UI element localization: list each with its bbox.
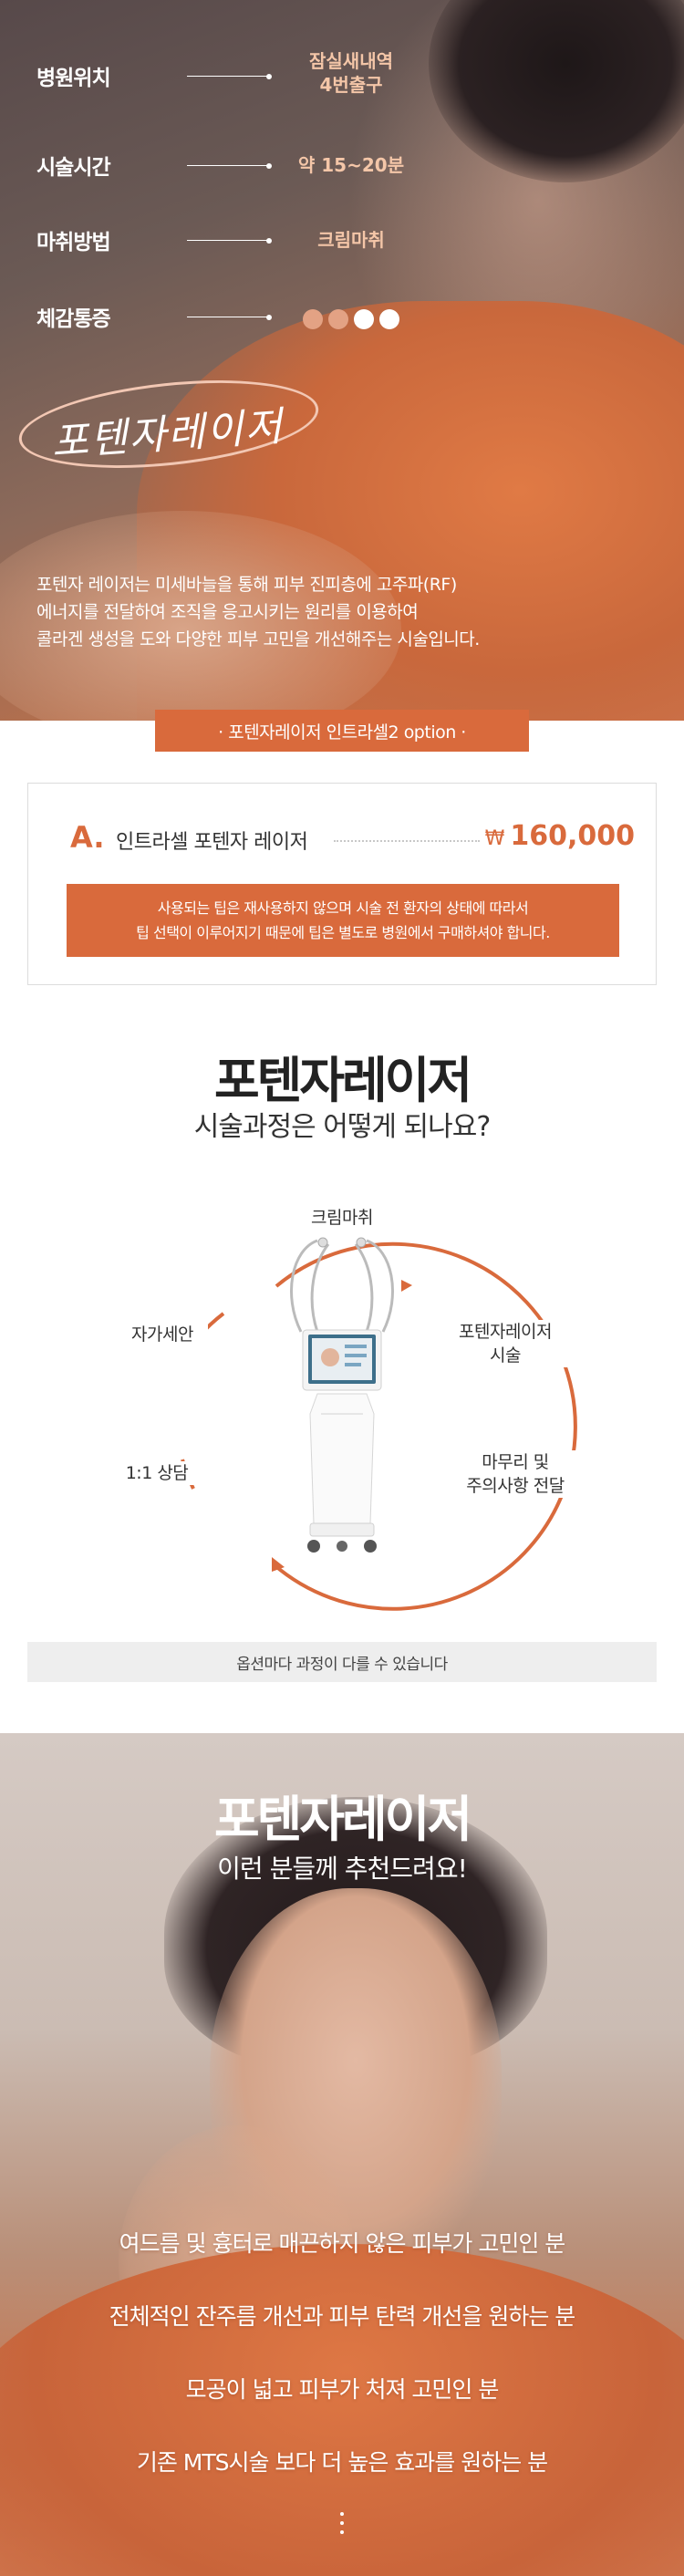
step-potenza-procedure: 포텐자레이저 시술: [441, 1320, 569, 1367]
description-line: 포텐자 레이저는 미세바늘을 통해 피부 진피층에 고주파(RF): [36, 575, 457, 595]
description-line: 콜라겐 생성을 도와 다양한 피부 고민을 개선해주는 시술입니다.: [36, 629, 480, 649]
process-arrow-head: [272, 1557, 285, 1572]
info-value: 잠실새내역 4번출구: [283, 49, 420, 97]
info-label: 마취방법: [36, 231, 111, 254]
pain-dot-empty: [354, 309, 374, 329]
info-connector: [187, 162, 272, 169]
process-subtitle: 시술과정은 어떻게 되나요?: [193, 1111, 492, 1143]
pain-dot-filled: [328, 309, 348, 329]
info-row-anesthesia: 마취방법 크림마취: [36, 224, 385, 255]
info-label: 병원위치: [36, 67, 111, 90]
hero-section: 병원위치 잠실새내역 4번출구 시술시간 약 15~20분 마취방법 크림마취 …: [0, 0, 684, 721]
description-line: 에너지를 전달하여 조직을 응고시키는 원리를 이용하여: [36, 602, 419, 622]
recommend-item: 전체적인 잔주름 개선과 피부 탄력 개선을 원하는 분: [109, 2303, 576, 2330]
pain-dot-filled: [303, 309, 323, 329]
process-cycle-arc: [272, 1241, 577, 1611]
process-title: 포텐자레이저: [213, 1052, 472, 1109]
model-photo-shirt: [0, 2244, 684, 2576]
option-price: ₩160,000: [471, 820, 635, 852]
info-row-pain: 체감통증: [36, 301, 399, 332]
info-value-line: 4번출구: [319, 74, 383, 96]
hero-description: 포텐자 레이저는 미세바늘을 통해 피부 진피층에 고주파(RF) 에너지를 전…: [36, 571, 657, 653]
pain-dot-empty: [379, 309, 399, 329]
step-line: 주의사항 전달: [466, 1476, 565, 1496]
step-self-cleansing: 자가세안: [117, 1323, 208, 1346]
process-note: 옵션마다 과정이 다를 수 있습니다: [27, 1642, 657, 1682]
hero-photo-arm: [0, 511, 401, 721]
option-letter: A.: [70, 820, 105, 855]
option-dotted-leader: [334, 840, 480, 842]
option-note: 사용되는 팁은 재사용하지 않으며 시술 전 환자의 상태에 따라서 팁 선택이…: [67, 884, 619, 957]
step-line: 마무리 및: [482, 1452, 549, 1472]
info-label: 시술시간: [36, 156, 111, 180]
recommend-section: 포텐자레이저 이런 분들께 추천드려요! 여드름 및 흉터로 매끈하지 않은 피…: [0, 1733, 684, 2576]
step-cream-anesthesia: 크림마취: [296, 1206, 388, 1230]
info-label: 체감통증: [36, 307, 111, 331]
more-dots: [338, 2507, 346, 2540]
script-title-badge: 포텐자레이저: [15, 367, 323, 482]
info-row-location: 병원위치 잠실새내역 4번출구: [36, 50, 393, 96]
option-name: 인트라셀 포텐자 레이저: [116, 831, 308, 854]
note-line: 사용되는 팁은 재사용하지 않으며 시술 전 환자의 상태에 따라서: [157, 899, 529, 917]
info-connector: [187, 73, 272, 79]
info-value: 크림마취: [317, 229, 385, 251]
potenza-device-image: [290, 1237, 394, 1553]
pain-level-dots: [303, 309, 399, 329]
process-arrow-head-top: [401, 1280, 412, 1292]
note-line: 팁 선택이 이루어지기 때문에 팁은 별도로 병원에서 구매하셔야 합니다.: [136, 924, 550, 941]
step-line: 포텐자레이저: [459, 1322, 552, 1342]
info-connector: [187, 237, 272, 244]
option-card: A. 인트라셀 포텐자 레이저 ₩160,000 사용되는 팁은 재사용하지 않…: [27, 783, 657, 985]
info-row-time: 시술시간 약 15~20분: [36, 150, 404, 181]
recommend-item: 여드름 및 흉터로 매끈하지 않은 피부가 고민인 분: [119, 2230, 566, 2257]
recommend-item: 모공이 넓고 피부가 처져 고민인 분: [185, 2376, 500, 2403]
step-consultation: 1:1 상담: [111, 1461, 202, 1485]
won-sign: ₩: [484, 827, 505, 850]
info-value: 약 15~20분: [297, 154, 405, 176]
recommend-title: 포텐자레이저: [213, 1791, 472, 1848]
step-line: 시술: [490, 1345, 521, 1366]
option-pill: · 포텐자레이저 인트라셀2 option ·: [155, 710, 529, 752]
step-aftercare-guidance: 마무리 및 주의사항 전달: [447, 1450, 584, 1498]
recommend-subtitle: 이런 분들께 추천드려요!: [217, 1854, 468, 1884]
recommend-item: 기존 MTS시술 보다 더 높은 효과를 원하는 분: [136, 2449, 548, 2476]
info-value-line: 잠실새내역: [309, 50, 393, 72]
price-value: 160,000: [510, 820, 635, 852]
